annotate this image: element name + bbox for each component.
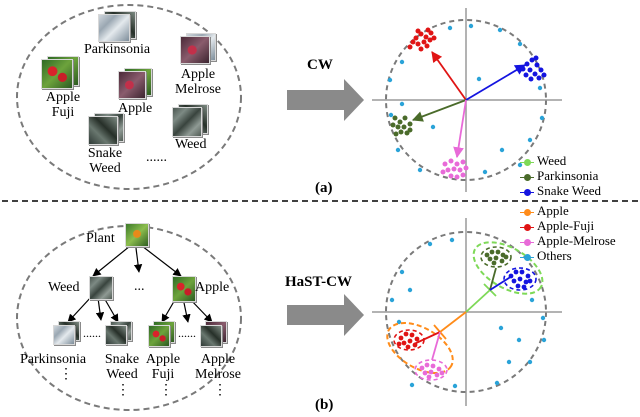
legend-swatch (520, 158, 534, 166)
legend-swatch (520, 238, 534, 246)
label-b-ellipsis-mid: ... (134, 279, 145, 294)
label-b-apple-fuji: Apple Fuji (145, 352, 181, 382)
plot-b (372, 218, 562, 406)
plot-b-cluster-apple-melrose (419, 362, 445, 380)
plot-b-vectors (413, 267, 513, 361)
thumb-b-apple-melrose-2 (200, 325, 222, 347)
plot-a (372, 8, 562, 192)
legend-item-apple-melrose: Apple-Melrose (520, 234, 616, 248)
thumb-a-apple-melrose-2 (180, 36, 210, 64)
label-b-apple-melrose: Apple Melrose (195, 352, 241, 382)
thumb-b-weed (89, 276, 113, 300)
thumb-a-parkinsonia-2 (98, 14, 130, 42)
legend-item-apple-fuji: Apple-Fuji (520, 219, 594, 233)
label-b-snake-weed: Snake Weed (104, 352, 140, 382)
caption-a: (a) (315, 180, 333, 196)
thumb-b-apple (172, 276, 196, 302)
thumb-b-plant (125, 223, 149, 247)
plot-b-ellipse-parkinsonia (480, 246, 512, 268)
label-b-ellipsis-left: ...... (83, 326, 101, 340)
thumb-a-weed-2 (172, 107, 202, 137)
label-b-weed: Weed (48, 280, 80, 295)
plot-b-cluster-apple-fuji (396, 331, 420, 350)
label-b-vdots-1: ⋮ (59, 367, 73, 382)
legend-swatch (520, 173, 534, 181)
plot-b-ellipse-apple (386, 322, 454, 374)
thumb-b-parkinsonia-2 (53, 325, 75, 345)
legend-item-weed: Weed (520, 154, 566, 168)
label-a-weed: Weed (175, 137, 207, 152)
legend-item-apple: Apple (520, 204, 569, 218)
label-b-ellipsis-right: ...... (178, 326, 196, 340)
arrow-a (287, 79, 364, 121)
legend-swatch (520, 188, 534, 196)
plot-b-cluster-parkinsonia (484, 249, 509, 266)
thumb-a-snake-weed-2 (88, 116, 118, 145)
thumb-a-apple-2 (118, 71, 146, 99)
label-b-vdots-2: ⋮ (116, 383, 130, 398)
thumb-b-snake-weed-2 (105, 325, 127, 345)
plot-b-cluster-snake-weed (508, 269, 533, 290)
plot-a-cluster-parkinsonia (390, 115, 413, 137)
label-b-vdots-3: ⋮ (159, 383, 173, 398)
plot-b-others (389, 237, 547, 389)
legend-swatch (520, 253, 534, 261)
plot-a-cluster-apple-fuji (407, 27, 437, 52)
arrow-b (287, 294, 364, 336)
plot-a-vectors (411, 51, 526, 159)
thumb-a-apple-fuji-2 (41, 59, 73, 89)
panel-a-ellipse (16, 4, 242, 190)
label-a-parkinsonia: Parkinsonia (84, 42, 151, 57)
plot-a-cluster-apple-melrose (440, 158, 469, 180)
method-label-hast-cw: HaST-CW (285, 274, 352, 290)
plot-b-ellipse-weed (472, 241, 544, 295)
label-a-snake-weed: Snake Weed (87, 146, 123, 176)
plot-b-ellipse-snake-weed (503, 267, 537, 291)
legend-swatch (520, 208, 534, 216)
legend-item-others: Others (520, 249, 572, 263)
caption-b: (b) (315, 397, 334, 413)
label-b-apple: Apple (195, 280, 230, 295)
plot-b-ellipse-apple-melrose (414, 359, 448, 381)
label-a-apple-fuji: Apple Fuji (45, 90, 81, 120)
label-a-apple-melrose: Apple Melrose (175, 67, 221, 97)
label-a-apple: Apple (118, 101, 153, 116)
plot-a-others (387, 23, 545, 175)
label-a-ellipsis: ...... (146, 150, 167, 165)
tree-edges (67, 245, 213, 323)
thumb-b-apple-fuji-2 (148, 325, 170, 347)
method-label-cw: CW (307, 57, 333, 73)
legend-swatch (520, 223, 534, 231)
legend-item-parkinsonia: Parkinsonia (520, 169, 598, 183)
label-b-parkinsonia: Parkinsonia (20, 352, 87, 367)
legend-item-snake-weed: Snake Weed (520, 184, 601, 198)
label-b-vdots-4: ⋮ (213, 383, 227, 398)
label-b-plant: Plant (86, 231, 115, 246)
